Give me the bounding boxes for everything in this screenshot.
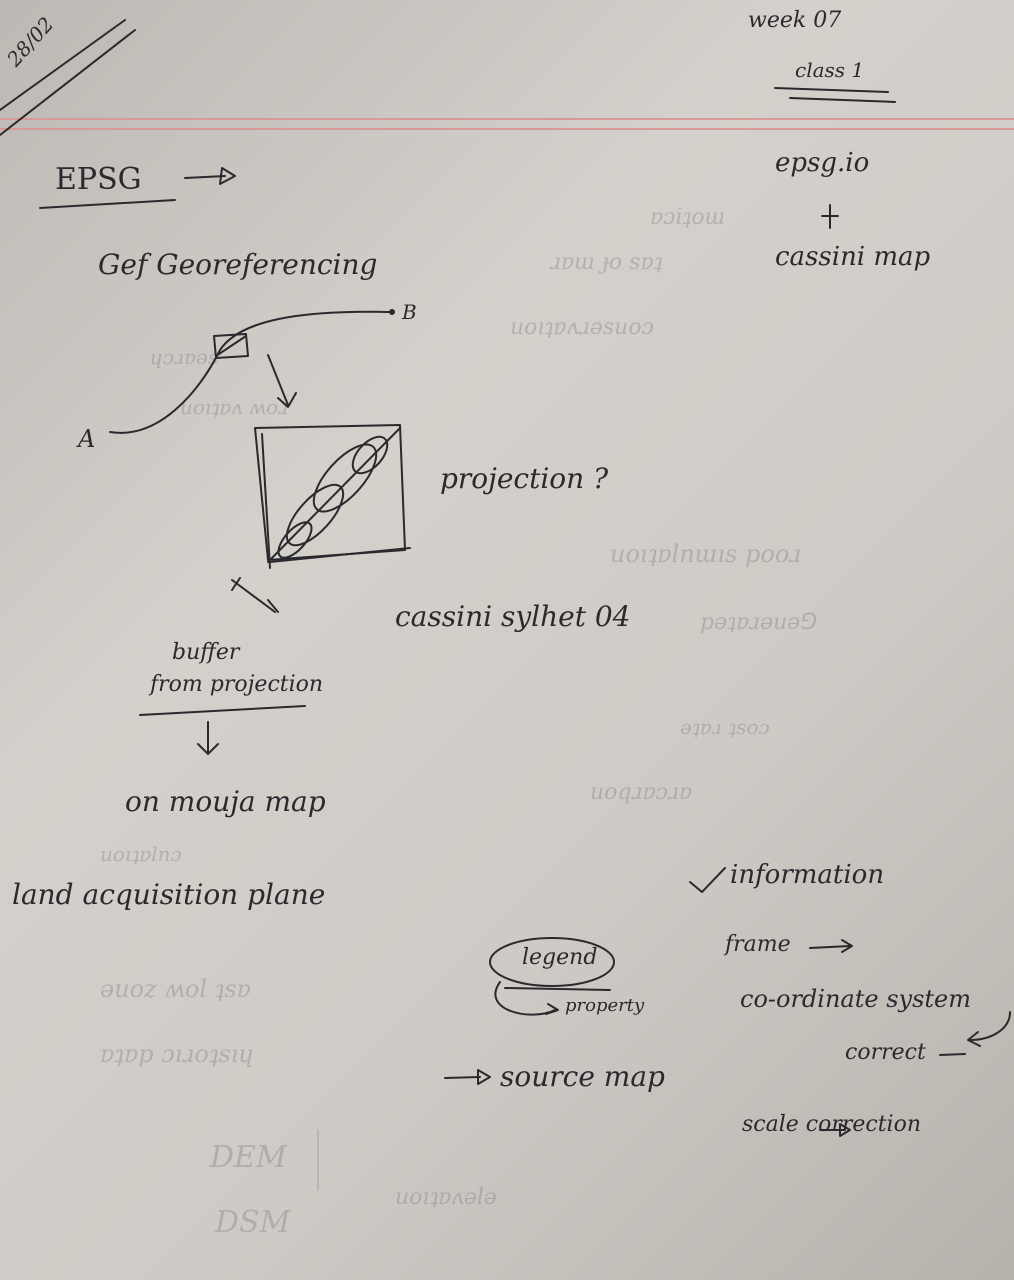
bleed-through-ink: DEM <box>210 1140 287 1175</box>
bleed-through-ink: ɥɔɹɐǝs <box>150 345 219 369</box>
bleed-through-ink: DSM <box>215 1205 291 1240</box>
bleed-through-ink: uoıʇɐʌ ʍoɹ <box>180 395 289 419</box>
coordinate-system-text: co-ordinate system <box>740 985 971 1013</box>
point-a-label: A <box>78 425 96 453</box>
georeferencing-text: Gef Georeferencing <box>98 248 378 281</box>
bleed-through-ink: uoıʇɐʌɹǝsuoɔ <box>510 315 654 340</box>
source-map-text: source map <box>500 1060 665 1093</box>
bleed-through-ink: ɹɐɯ ɟo sɐʇ <box>550 250 663 275</box>
bleed-through-ink: ǝuoz ʍol ʇsɐ <box>100 975 251 1003</box>
bleed-through-ink: ǝʇɐɹ ʇsoɔ <box>680 715 770 739</box>
bleed-through-ink: uoqɹɐɔɹɐ <box>590 780 693 805</box>
projection-question: projection ? <box>440 462 609 495</box>
scale-correction-text: scale correction <box>742 1112 922 1137</box>
land-acquisition-text: land acquisition plane <box>12 878 326 911</box>
property-text: property <box>565 995 645 1016</box>
cassini-sylhet-text: cassini sylhet 04 <box>395 600 631 633</box>
frame-text: frame <box>725 932 791 957</box>
bleed-through-ink: pǝʇɐɹǝuǝ⅁ <box>700 610 818 635</box>
bleed-through-ink: uoıʇɐlnɔ <box>100 842 182 866</box>
bleed-through-ink: uoıʇɐʌǝlǝ <box>395 1185 497 1210</box>
margin-rule-bottom <box>0 128 1014 130</box>
point-b-label: B <box>402 300 417 324</box>
epsg-io-text: epsg.io <box>775 148 870 178</box>
epsg-heading: EPSG <box>55 162 142 197</box>
from-projection-label: from projection <box>150 672 324 697</box>
correct-text: correct <box>845 1040 926 1065</box>
mouza-map-text: on mouja map <box>125 785 326 818</box>
bleed-through-ink: ɐʇɐp ɔıɹoʇsıɥ <box>100 1040 254 1068</box>
bleed-through-ink: uoıʇɐlnɯıs pooɹ <box>610 540 802 568</box>
week-label: week 07 <box>748 8 842 33</box>
cassini-map-text: cassini map <box>775 242 931 272</box>
legend-text: legend <box>522 945 598 970</box>
bleed-through-ink: ɐɔiʇoɯ <box>650 205 726 230</box>
buffer-label: buffer <box>172 640 240 665</box>
information-text: information <box>730 860 885 890</box>
margin-rule-top <box>0 118 1014 120</box>
class-label: class 1 <box>795 58 865 82</box>
